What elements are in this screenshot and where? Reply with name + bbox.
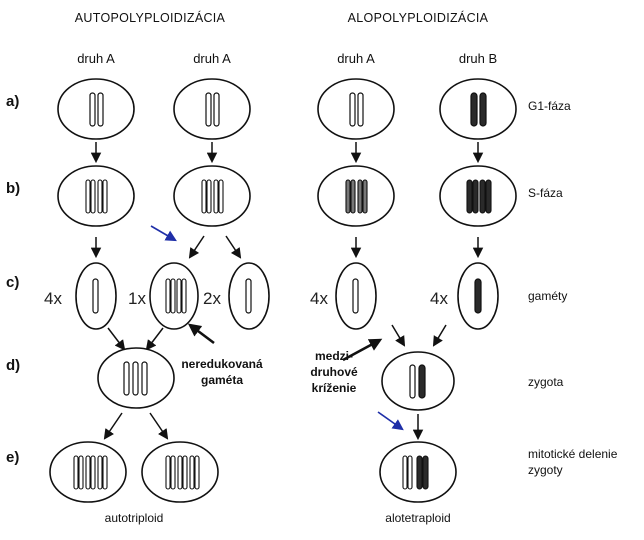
- column-label-1: druh A: [77, 51, 115, 66]
- multiplier-gamete-5: 4x: [430, 289, 448, 308]
- multiplier-gamete-2: 1x: [128, 289, 146, 308]
- column-label-3: druh A: [337, 51, 375, 66]
- arrow-c-d-1: [107, 327, 126, 351]
- cell-b-2: [173, 165, 251, 227]
- cell-b-3: [317, 165, 395, 227]
- row-label-d: d): [6, 357, 20, 374]
- cell-a-1: [57, 78, 135, 140]
- column-label-4: druh B: [459, 51, 497, 66]
- result-cell-allo: [379, 441, 457, 503]
- result-label-autotriploid: autotriploid: [105, 511, 164, 525]
- result-cell-auto-2: [141, 441, 219, 503]
- arrow-b-c-2b: [225, 235, 242, 259]
- result-cell-auto-1: [49, 441, 127, 503]
- phase-label-mitosis-1: mitotické delenie: [528, 447, 618, 461]
- header-allopolyploidization: ALOPOLYPLOIDIZÁCIA: [348, 10, 489, 25]
- gamete-c-3: [228, 262, 270, 330]
- column-label-2: druh A: [193, 51, 231, 66]
- note-crossing-line-3: kríženie: [312, 381, 357, 395]
- row-label-a: a): [6, 93, 19, 110]
- highlight-arrow-doubling: [377, 411, 404, 431]
- cell-a-2: [173, 78, 251, 140]
- pointer-unreduced-gamete: [187, 323, 215, 345]
- zygote-allo: [381, 351, 455, 411]
- cell-a-4: [439, 78, 517, 140]
- note-unreduced-line-1: neredukovaná: [181, 357, 263, 371]
- row-label-b: b): [6, 180, 20, 197]
- multiplier-gamete-3: 2x: [203, 289, 221, 308]
- zygote-auto: [97, 347, 175, 409]
- arrow-d-e-1: [103, 412, 123, 440]
- arrow-d-e-2: [149, 412, 169, 440]
- multiplier-gamete-1: 4x: [44, 289, 62, 308]
- cell-b-4: [439, 165, 517, 227]
- cell-a-3: [317, 78, 395, 140]
- pointer-interspecific-crossing: [342, 338, 383, 362]
- arrow-c-d-4: [432, 324, 447, 347]
- phase-label-zygote: zygota: [528, 375, 564, 389]
- gamete-c-4: [335, 262, 377, 330]
- cell-b-1: [57, 165, 135, 227]
- highlight-arrow-unreduced: [150, 225, 177, 242]
- row-label-e: e): [6, 449, 19, 466]
- phase-label-g1: G1-fáza: [528, 99, 571, 113]
- note-unreduced-line-2: gaméta: [201, 373, 243, 387]
- gamete-c-5: [457, 262, 499, 330]
- gamete-c-1: [75, 262, 117, 330]
- phase-label-gametes: gaméty: [528, 289, 567, 303]
- multiplier-gamete-4: 4x: [310, 289, 328, 308]
- gamete-c-2-unreduced: [149, 262, 199, 330]
- note-crossing-line-2: druhové: [310, 365, 358, 379]
- row-label-c: c): [6, 274, 19, 291]
- arrow-c-d-3: [391, 324, 406, 347]
- header-autopolyploidization: AUTOPOLYPLOIDIZÁCIA: [75, 10, 226, 25]
- note-crossing-line-1: medzi-: [315, 349, 353, 363]
- arrow-c-d-2: [145, 327, 164, 351]
- phase-label-s: S-fáza: [528, 186, 563, 200]
- arrow-b-c-2a: [188, 235, 205, 259]
- result-label-alotetraploid: alotetraploid: [385, 511, 450, 525]
- phase-label-mitosis-2: zygoty: [528, 463, 563, 477]
